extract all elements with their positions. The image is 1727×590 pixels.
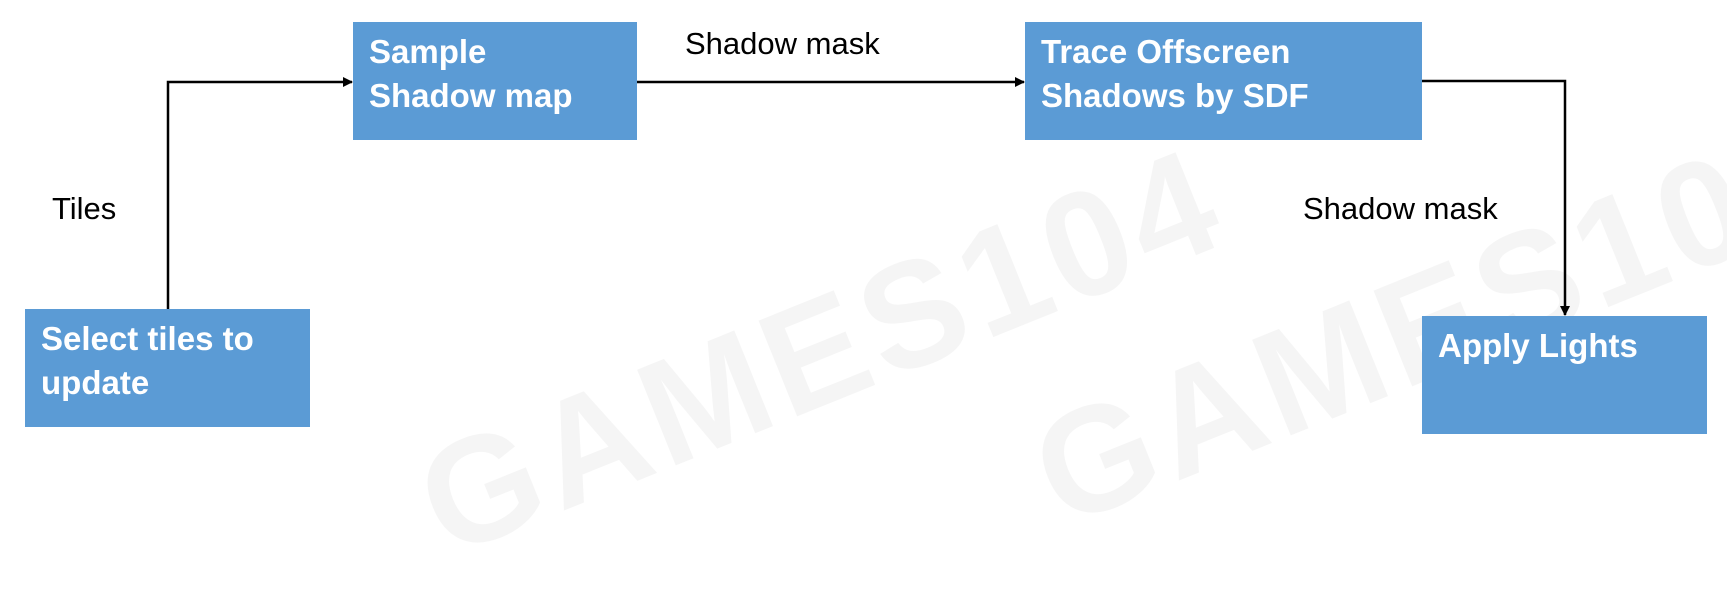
edge-label-tiles: Tiles	[52, 191, 117, 226]
trace-offscreen-line-1: Trace Offscreen	[1041, 33, 1291, 70]
apply-lights-box: Apply Lights	[1422, 316, 1707, 434]
trace-offscreen-line-2: Shadows by SDF	[1041, 77, 1309, 114]
arrow-shadow-mask-2	[1422, 79, 1570, 316]
select-tiles-line-1: Select tiles to	[41, 320, 254, 357]
sample-shadow-map-box: Sample Shadow map	[353, 22, 637, 140]
edge-label-shadow-mask-2: Shadow mask	[1303, 191, 1498, 226]
sample-shadow-line-1: Sample	[369, 33, 487, 70]
apply-lights-line-1: Apply Lights	[1438, 327, 1638, 364]
sample-shadow-line-2: Shadow map	[369, 77, 573, 114]
arrow-tiles	[166, 77, 353, 310]
select-tiles-box: Select tiles to update	[25, 309, 310, 427]
select-tiles-line-2: update	[41, 364, 150, 401]
edge-label-shadow-mask-1: Shadow mask	[685, 26, 880, 61]
trace-offscreen-box: Trace Offscreen Shadows by SDF	[1025, 22, 1422, 140]
connector-layer	[166, 77, 1570, 316]
